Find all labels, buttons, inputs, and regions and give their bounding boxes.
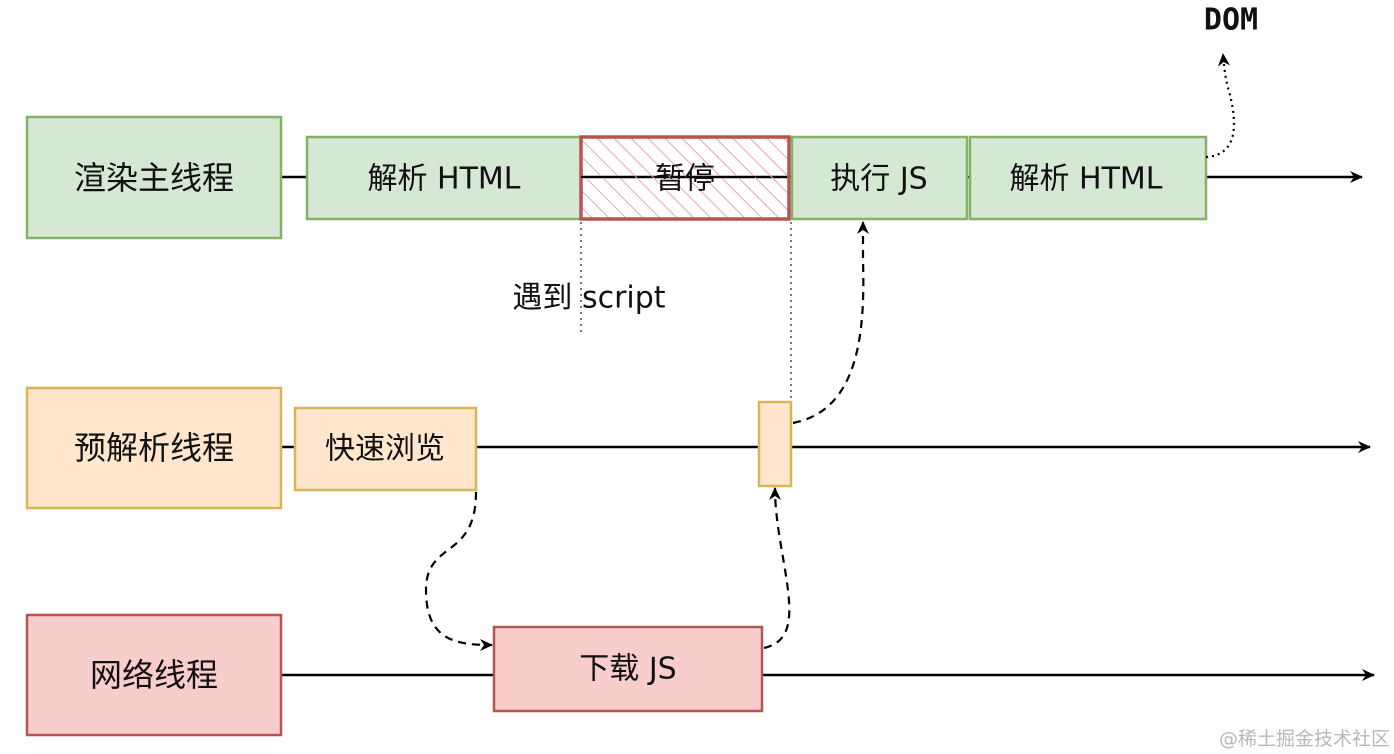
task-js-ready-marker xyxy=(757,400,793,488)
dom-label: DOM xyxy=(1204,3,1258,38)
task-download-js-label: 下载 JS xyxy=(579,652,676,687)
task-parse-html-1-label: 解析 HTML xyxy=(367,162,520,197)
task-pause: 暂停 xyxy=(579,135,791,221)
ready-to-execute-arrow xyxy=(792,221,869,425)
preparse-thread-label: 预解析线程 xyxy=(25,386,283,510)
network-thread-label: 网络线程 xyxy=(25,613,283,737)
download-to-ready-arrow xyxy=(763,487,791,650)
task-parse-html-2-label: 解析 HTML xyxy=(1009,162,1162,197)
task-download-js: 下载 JS xyxy=(492,625,764,713)
main-thread-label: 渲染主线程 xyxy=(25,115,283,240)
task-execute-js: 执行 JS xyxy=(790,135,969,221)
network-thread-text: 网络线程 xyxy=(90,656,218,694)
task-execute-js-label: 执行 JS xyxy=(830,162,927,197)
encounter-script-annotation: 遇到 script xyxy=(512,281,665,316)
task-pause-label: 暂停 xyxy=(655,162,715,197)
task-parse-html-2: 解析 HTML xyxy=(968,135,1208,221)
task-quick-scan-label: 快速浏览 xyxy=(325,432,445,467)
watermark-text: @稀土掘金技术社区 xyxy=(1219,728,1390,750)
task-quick-scan: 快速浏览 xyxy=(293,406,478,492)
main-thread-text: 渲染主线程 xyxy=(74,159,234,197)
scan-to-download-arrow xyxy=(424,491,493,651)
parse-to-dom-arrow xyxy=(1205,53,1236,159)
task-parse-html-1: 解析 HTML xyxy=(305,135,583,221)
preparse-thread-text: 预解析线程 xyxy=(74,429,234,467)
